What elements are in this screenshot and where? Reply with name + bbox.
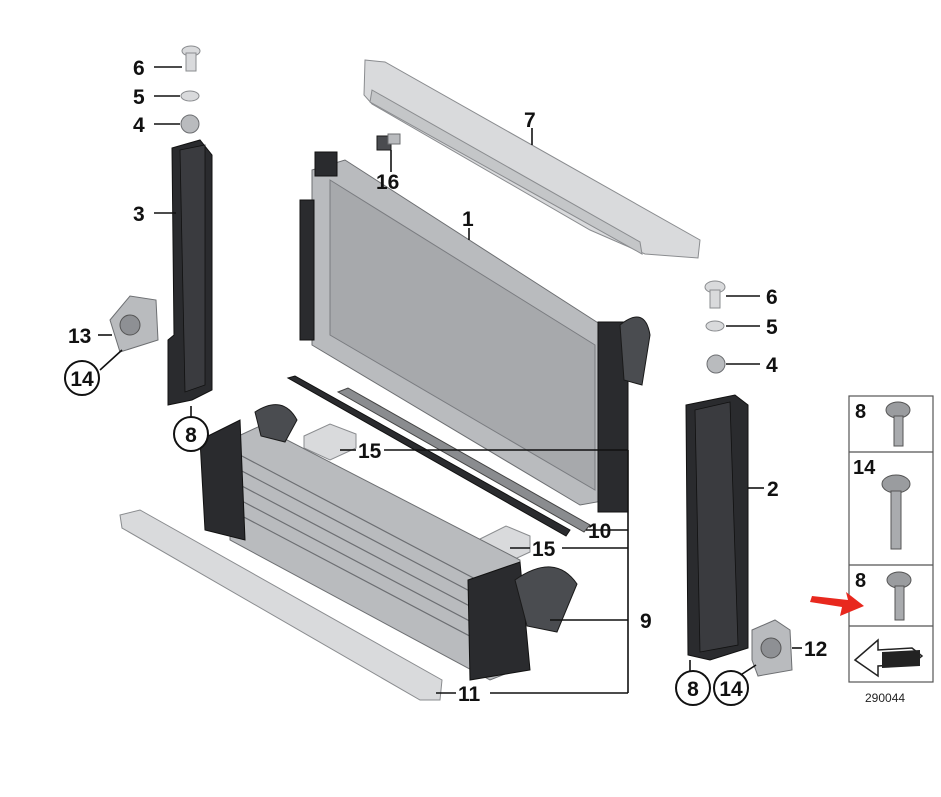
callout-4-left: 4 — [133, 114, 145, 137]
callout-8-left-ring — [173, 416, 209, 452]
screw-8-icon-lower — [886, 571, 912, 621]
radiator-part — [299, 151, 651, 513]
callout-8-right: 8 — [687, 678, 699, 701]
direction-arrow-icon — [853, 638, 924, 678]
callout-9: 9 — [640, 610, 652, 633]
intercooler-part — [199, 404, 578, 681]
left-mount-part — [109, 295, 159, 353]
screw-8-icon — [885, 401, 911, 447]
callout-1: 1 — [462, 208, 474, 231]
callout-14-left-ring — [64, 360, 100, 396]
right-mount-part — [751, 619, 793, 677]
callout-2: 2 — [767, 478, 779, 501]
right-bracket-part — [685, 394, 749, 661]
seal-strips-part — [286, 375, 591, 537]
callout-4-right: 4 — [766, 354, 778, 377]
callout-14-left: 14 — [70, 368, 94, 391]
screw-14-icon — [881, 474, 911, 550]
left-fastener-stack — [180, 45, 201, 134]
callout-6-right: 6 — [766, 286, 778, 309]
callout-15-lower: 15 — [532, 538, 556, 561]
callout-14-right: 14 — [719, 678, 743, 701]
callout-3: 3 — [133, 203, 145, 226]
callout-16: 16 — [376, 171, 399, 194]
callout-13: 13 — [68, 325, 91, 348]
side-panel-row3-label: 8 — [855, 570, 866, 592]
lower-strip-part — [119, 509, 443, 701]
side-panel-row2-label: 14 — [853, 457, 876, 479]
fastener-side-panel: 8 14 8 — [848, 395, 934, 683]
callout-11: 11 — [458, 683, 481, 706]
callout-10: 10 — [588, 520, 611, 543]
diagram-code: 290044 — [865, 691, 905, 705]
cover-panel-part — [363, 59, 701, 259]
left-bracket-part — [167, 139, 213, 406]
clip-bracket-part-upper — [303, 423, 357, 461]
callout-5-left: 5 — [133, 86, 145, 109]
callout-8-right-ring — [675, 670, 711, 706]
callout-12: 12 — [804, 638, 827, 661]
callout-7: 7 — [524, 109, 536, 132]
callout-6-left: 6 — [133, 57, 145, 80]
right-fastener-stack — [704, 280, 726, 374]
callout-5-right: 5 — [766, 316, 778, 339]
side-panel-row1-label: 8 — [855, 401, 866, 423]
callout-14-right-ring — [713, 670, 749, 706]
callout-8-left: 8 — [185, 424, 197, 447]
temperature-sensor-part — [376, 133, 401, 151]
callout-15-upper: 15 — [358, 440, 382, 463]
red-pointer-arrow — [810, 592, 864, 616]
